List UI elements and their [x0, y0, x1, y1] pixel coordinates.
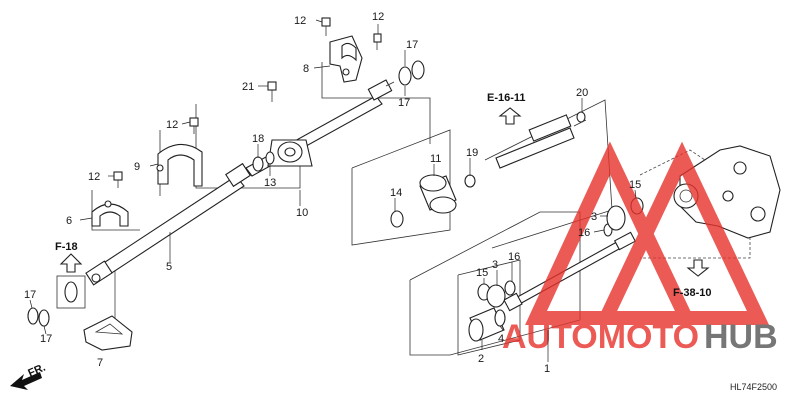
callout-16: 16 — [508, 251, 520, 263]
ref-e16-11: E-16-11 — [487, 92, 526, 104]
front-arrow — [10, 372, 42, 390]
callout-4: 4 — [498, 333, 504, 345]
boot-3 — [486, 205, 626, 308]
callout-1: 1 — [544, 363, 550, 375]
ref-f18: F-18 — [55, 241, 78, 253]
callout-15: 15 — [476, 267, 488, 279]
callout-16: 16 — [578, 227, 590, 239]
diagram-code: HL74F2500 — [730, 382, 777, 392]
joint-2 — [468, 307, 506, 342]
callout-12: 12 — [294, 15, 306, 27]
holder-8 — [329, 35, 363, 83]
watermark-text-grey: HUB — [704, 318, 778, 356]
propeller-shaft-front — [85, 162, 251, 286]
arrow-e16 — [498, 107, 522, 125]
arrow-f18 — [59, 253, 83, 273]
callout-11: 11 — [430, 153, 441, 165]
callout-3: 3 — [591, 211, 597, 223]
callout-6: 6 — [66, 215, 72, 227]
bracket-7 — [83, 315, 133, 351]
callout-13: 13 — [264, 177, 276, 189]
callout-21: 21 — [242, 81, 254, 93]
callout-17: 17 — [40, 333, 52, 345]
callout-9: 9 — [134, 161, 140, 173]
callout-12: 12 — [88, 171, 100, 183]
callout-10: 10 — [296, 207, 308, 219]
callout-20: 20 — [576, 87, 588, 99]
center-bearing — [267, 139, 313, 167]
sleeve-11 — [419, 174, 457, 214]
callouts: 12 12 8 17 17 21 12 18 9 12 13 10 6 5 17… — [24, 11, 641, 375]
pinion-shaft — [495, 114, 587, 169]
callout-8: 8 — [303, 63, 309, 75]
callout-12: 12 — [372, 11, 384, 23]
drive-shaft-1 — [503, 231, 637, 312]
callout-5: 5 — [166, 261, 172, 273]
f18-inset — [56, 275, 86, 309]
callout-15: 15 — [629, 179, 641, 191]
callout-17: 17 — [398, 97, 410, 109]
arrow-f38 — [686, 259, 710, 277]
front-label: FR. — [26, 362, 47, 380]
holder-6 — [91, 200, 129, 227]
callout-14: 14 — [390, 187, 402, 199]
watermark-text-red: AUTOMOTO — [502, 318, 699, 356]
callout-19: 19 — [466, 147, 478, 159]
callout-17: 17 — [406, 39, 418, 51]
holder-9 — [156, 143, 203, 187]
callout-3: 3 — [492, 259, 498, 271]
callout-17: 17 — [24, 289, 36, 301]
callout-12: 12 — [166, 119, 178, 131]
watermark-logo: AUTOMOTO HUB — [502, 141, 778, 356]
callout-18: 18 — [252, 133, 264, 145]
callout-2: 2 — [478, 353, 484, 365]
ref-f38-10: F-38-10 — [673, 287, 712, 299]
leader-lines — [29, 19, 637, 362]
callout-7: 7 — [97, 357, 103, 369]
